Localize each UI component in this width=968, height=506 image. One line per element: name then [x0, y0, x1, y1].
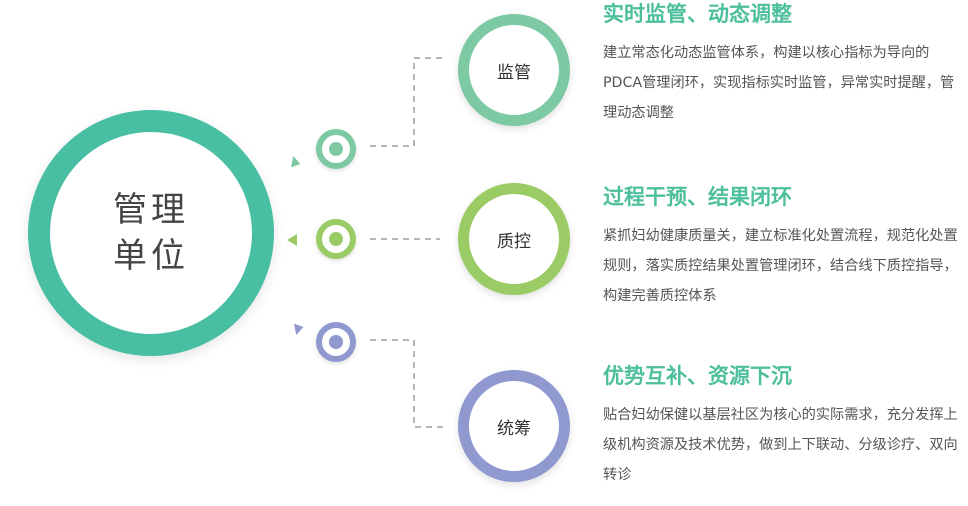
arrow-middle-icon: [287, 234, 297, 246]
block-title: 过程干预、结果闭环: [603, 185, 792, 209]
block-body: 贴合妇幼保健以基层社区为核心的实际需求，充分发挥上级机构资源及技术优势，做到上下…: [603, 407, 958, 483]
node-quality-control-label: 质控: [497, 231, 531, 252]
node-coordination-label: 统筹: [497, 418, 531, 439]
text-block-coordination: 优势互补、资源下沉 贴合妇幼保健以基层社区为核心的实际需求，充分发挥上级机构资源…: [603, 362, 968, 490]
dot-bottom-core: [329, 335, 343, 349]
block-body: 紧抓妇幼健康质量关，建立标准化处置流程，规范化处置规则，落实质控结果处置管理闭环…: [603, 228, 958, 304]
node-coordination: 统筹: [458, 370, 570, 482]
node-supervision: 监管: [458, 14, 570, 126]
dot-middle-core: [329, 232, 343, 246]
block-title: 优势互补、资源下沉: [603, 364, 792, 388]
dot-top-core: [329, 142, 343, 156]
node-quality-control: 质控: [458, 183, 570, 295]
dot-middle-icon: [316, 219, 356, 259]
text-block-supervision: 实时监管、动态调整 建立常态化动态监管体系，构建以核心指标为导向的PDCA管理闭…: [603, 0, 968, 128]
text-block-quality-control: 过程干预、结果闭环 紧抓妇幼健康质量关，建立标准化处置流程，规范化处置规则，落实…: [603, 183, 968, 311]
center-ring: 管理单位: [28, 110, 274, 356]
block-body: 建立常态化动态监管体系，构建以核心指标为导向的PDCA管理闭环，实现指标实时监管…: [603, 45, 955, 121]
dot-top-icon: [316, 129, 356, 169]
block-title: 实时监管、动态调整: [603, 2, 792, 26]
center-label: 管理单位: [113, 190, 189, 276]
dot-bottom-icon: [316, 322, 356, 362]
node-supervision-label: 监管: [497, 62, 531, 83]
connector-top: [370, 57, 446, 147]
connector-bottom: [370, 339, 446, 428]
